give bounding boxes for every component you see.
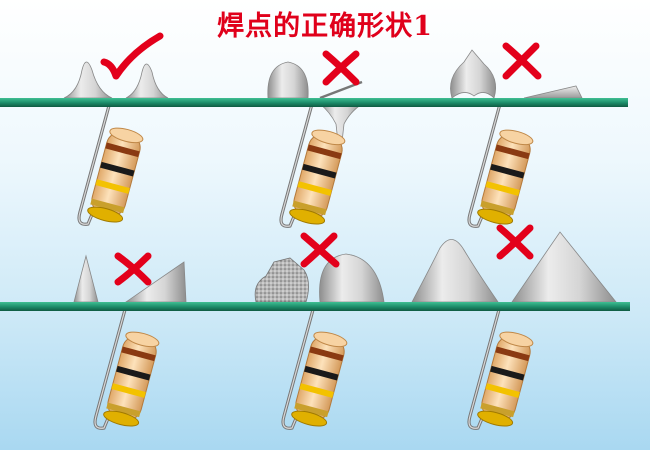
cross-icon: [496, 224, 534, 260]
panel-bottom-middle: [254, 232, 385, 431]
resistor-component: [93, 304, 163, 431]
solder-joint-spike: [73, 254, 99, 303]
checkmark-icon: [100, 32, 164, 80]
panel-top-right: [450, 42, 583, 229]
panel-bottom-right: [411, 224, 617, 431]
solder-joint-porous: [254, 257, 309, 303]
solder-joint-cone: [411, 239, 499, 303]
panel-bottom-left: [73, 252, 187, 431]
solder-flat-spread: [523, 85, 583, 99]
circuit-board-bottom: [0, 302, 630, 311]
panel-top-middle: [267, 50, 364, 229]
resistor-component: [467, 102, 537, 229]
resistor-component: [77, 100, 147, 227]
cross-icon: [502, 42, 542, 80]
resistor-component: [467, 304, 537, 431]
cross-icon: [114, 252, 152, 286]
cross-icon: [300, 232, 340, 268]
panel-top-left: [63, 32, 169, 227]
solder-joint-double-bump: [450, 49, 497, 99]
solder-joint-large-cone: [511, 231, 617, 303]
solder-joint-correct: [63, 61, 169, 99]
page-title: 焊点的正确形状1: [217, 11, 433, 42]
resistor-component: [281, 304, 351, 431]
solder-joint-ball: [267, 61, 309, 99]
cross-icon: [322, 50, 360, 86]
circuit-board-top: [0, 98, 628, 107]
